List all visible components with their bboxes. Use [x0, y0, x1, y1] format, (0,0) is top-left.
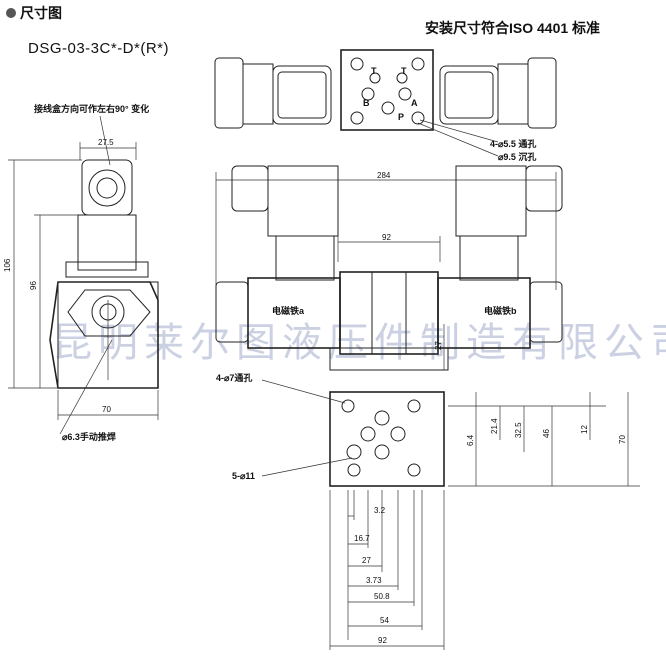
holes-11-note: 5-⌀11	[232, 471, 255, 481]
watermark: 昆明莱尔图液压件制造有限公司	[52, 320, 666, 366]
dim-70-right: 70	[618, 435, 627, 444]
port-t1: T	[371, 66, 377, 76]
section-title: 尺寸图	[20, 5, 62, 21]
dim-70: 70	[102, 405, 111, 414]
front-view	[215, 165, 563, 371]
dim-12: 12	[580, 425, 589, 434]
port-t2: T	[401, 66, 407, 76]
holes-note: 4-⌀5.5 通孔	[490, 139, 537, 149]
dim-27-bottom: 27	[362, 556, 371, 565]
dim-106: 106	[3, 258, 12, 272]
dim-92-bottom: 92	[378, 636, 387, 645]
side-view	[8, 115, 159, 435]
port-p: P	[398, 112, 405, 122]
model-number: DSG-03-3C*-D*(R*)	[28, 40, 170, 57]
dim-46: 46	[542, 429, 551, 438]
dim-284: 284	[377, 171, 391, 180]
top-view	[214, 49, 557, 157]
solenoid-b-label: 电磁铁b	[484, 306, 517, 316]
dim-21-4: 21.4	[490, 418, 499, 434]
dim-92-top: 92	[382, 233, 391, 242]
bullet-icon	[6, 8, 16, 18]
port-a: A	[411, 98, 418, 108]
port-b: B	[363, 98, 370, 108]
dim-16-7: 16.7	[354, 534, 370, 543]
dim-96: 96	[29, 281, 38, 290]
counterbore-note: ⌀9.5 沉孔	[498, 152, 537, 162]
dim-50-8: 50.8	[374, 592, 390, 601]
mounting-face	[261, 379, 640, 650]
rotation-note: 接线盒方向可作左右90° 变化	[34, 104, 150, 114]
dim-27-front: 27	[434, 341, 443, 350]
holes-7-note: 4-⌀7通孔	[216, 373, 253, 383]
dim-3-2: 3.2	[374, 506, 386, 515]
dim-3-73: 3.73	[366, 576, 382, 585]
standard-note: 安装尺寸符合ISO 4401 标准	[425, 20, 601, 36]
manual-override-note: ⌀6.3手动推焊	[62, 432, 116, 442]
dim-27-5: 27.5	[98, 138, 114, 147]
dim-6-4: 6.4	[466, 434, 475, 446]
dim-54: 54	[380, 616, 389, 625]
dim-32-5: 32.5	[514, 422, 523, 438]
solenoid-a-label: 电磁铁a	[272, 306, 305, 316]
